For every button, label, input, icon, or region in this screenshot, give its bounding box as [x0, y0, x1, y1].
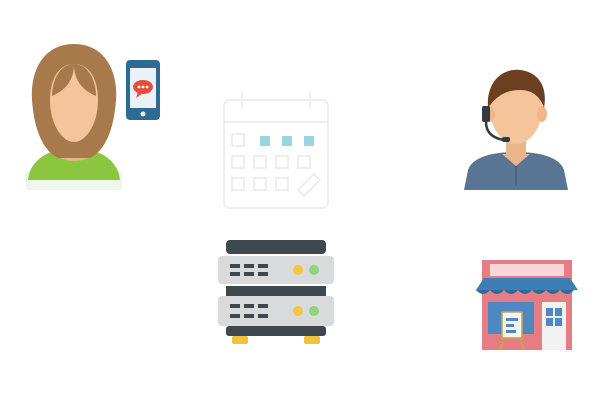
calendar-icon — [223, 92, 329, 209]
server-rack-icon — [218, 240, 334, 344]
storefront-icon — [476, 260, 578, 350]
support-agent-headset-icon — [464, 69, 568, 190]
woman-with-phone-icon — [26, 44, 160, 190]
